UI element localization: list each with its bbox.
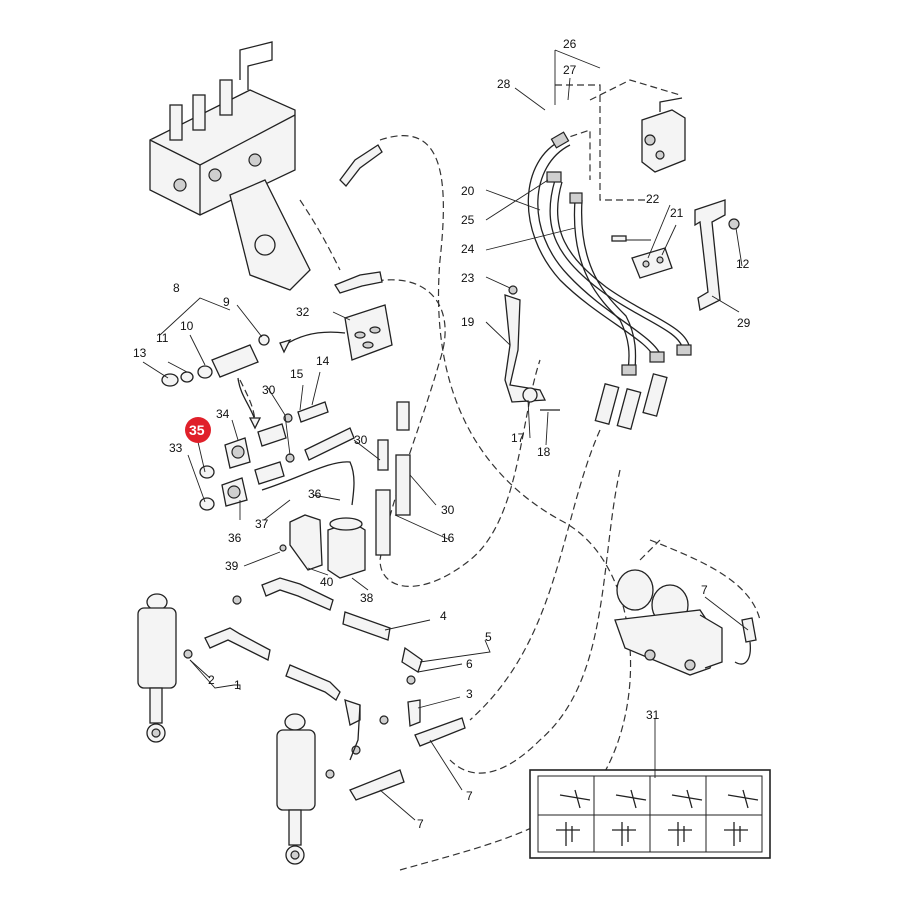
callout-25: 25 (461, 213, 475, 227)
lower-hoses (183, 577, 466, 801)
callout-30c: 30 (441, 503, 455, 517)
callout-38: 38 (360, 591, 374, 605)
lift-cylinder-upper (137, 593, 177, 743)
callout-18: 18 (537, 445, 551, 459)
callout-11: 11 (156, 331, 169, 345)
bracket-29 (694, 199, 740, 311)
callout-3: 3 (466, 687, 473, 701)
callout-9: 9 (223, 295, 230, 309)
callout-34: 34 (216, 407, 230, 421)
callout-10: 10 (180, 319, 194, 333)
lift-cylinder-lower (276, 713, 316, 865)
leader-lines (142, 49, 749, 821)
callout-26: 26 (563, 37, 577, 51)
callout-36b: 36 (228, 531, 242, 545)
callout-37: 37 (255, 517, 269, 531)
callout-17: 17 (511, 431, 525, 445)
callout-22: 22 (646, 192, 660, 206)
callout-39: 39 (225, 559, 239, 573)
accumulator-assembly (614, 569, 757, 676)
callout-27: 27 (563, 63, 577, 77)
callout-labels: 1 2 3 4 5 6 7 7 7 8 9 10 11 12 13 14 15 … (133, 37, 751, 831)
callout-7b: 7 (466, 789, 473, 803)
callout-19: 19 (461, 315, 475, 329)
callout-35-highlight[interactable]: 35 (185, 417, 211, 443)
callout-7a: 7 (701, 583, 708, 597)
callout-21: 21 (670, 206, 684, 220)
highlight-marker (185, 417, 211, 443)
callout-30a: 30 (262, 383, 276, 397)
bracket-40 (279, 514, 366, 579)
callout-14: 14 (316, 354, 330, 368)
callout-20: 20 (461, 184, 475, 198)
callout-16: 16 (441, 531, 455, 545)
bracket-19 (504, 285, 560, 411)
callout-1: 1 (234, 678, 241, 692)
callout-13: 13 (133, 346, 147, 360)
callout-33: 33 (169, 441, 183, 455)
callout-35: 35 (189, 422, 205, 438)
clamp-21 (611, 235, 673, 279)
callout-2: 2 (208, 673, 215, 687)
control-valve-assembly (149, 41, 311, 291)
callout-24: 24 (461, 242, 475, 256)
callout-12: 12 (736, 257, 750, 271)
dashed-routing-lines (239, 79, 761, 871)
upper-hoses (334, 144, 383, 294)
callout-29: 29 (737, 316, 751, 330)
fittings-14-16-30 (254, 401, 411, 556)
callout-36a: 36 (308, 487, 322, 501)
callout-6: 6 (466, 657, 473, 671)
steel-pipes (527, 131, 692, 430)
callout-7c: 7 (417, 817, 424, 831)
fittings-8-13 (161, 334, 270, 387)
callout-8: 8 (173, 281, 180, 295)
callout-4: 4 (440, 609, 447, 623)
decal-panel-31 (529, 769, 771, 859)
callout-40: 40 (320, 575, 334, 589)
callout-30b: 30 (354, 433, 368, 447)
callout-5: 5 (485, 630, 492, 644)
coupler-valve (641, 97, 686, 173)
label-plate-32 (279, 304, 393, 361)
callout-28: 28 (497, 77, 511, 91)
check-valve-34 (199, 377, 262, 511)
callout-15: 15 (290, 367, 304, 381)
callout-23: 23 (461, 271, 475, 285)
callout-31: 31 (646, 708, 660, 722)
callout-32: 32 (296, 305, 310, 319)
